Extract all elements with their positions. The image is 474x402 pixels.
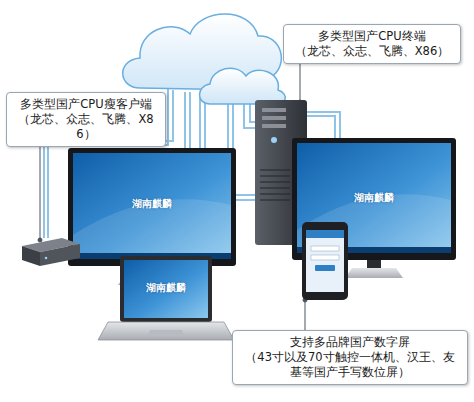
callout-text: （龙芯、众志、飞腾、X86）	[292, 44, 452, 59]
callout-text: 多类型国产CPU瘦客户端	[15, 97, 157, 112]
callout-text: （龙芯、众志、飞腾、X86）	[15, 112, 157, 142]
callout-box: 支持多品牌国产数字屏（43寸以及70寸触控一体机、汉王、友基等国产手写数位屏）	[232, 330, 468, 385]
screen-logo: 湖南麒麟	[146, 281, 186, 295]
callout-text: 支持多品牌国产数字屏	[241, 335, 459, 350]
screen-logo: 湖南麒麟	[354, 191, 394, 205]
screen-logo: 湖南麒麟	[132, 197, 172, 211]
laptop	[98, 256, 234, 340]
cloud	[123, 14, 286, 104]
callout-text: 多类型国产CPU终端	[292, 29, 452, 44]
desktop-monitor	[292, 138, 456, 278]
tablet	[302, 222, 348, 300]
callout-box: 多类型国产CPU瘦客户端（龙芯、众志、飞腾、X86）	[6, 92, 166, 147]
thin-client	[22, 238, 80, 266]
callout-box: 多类型国产CPU终端（龙芯、众志、飞腾、X86）	[283, 24, 461, 64]
callout-text: （43寸以及70寸触控一体机、汉王、友基等国产手写数位屏）	[241, 350, 459, 380]
